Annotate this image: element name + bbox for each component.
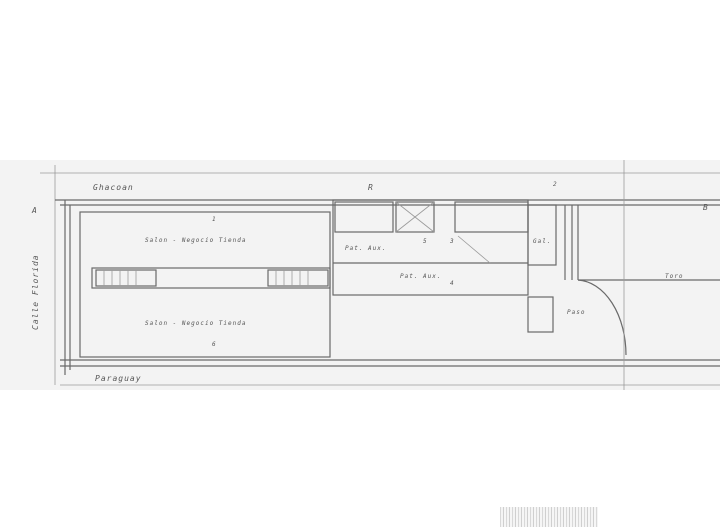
- stair-treads: [103, 270, 309, 286]
- spiral-stair: [334, 201, 394, 233]
- room-number: 4: [450, 280, 455, 287]
- room-label-upper: Salon - Negocio Tienda: [145, 237, 246, 244]
- small-room: [527, 296, 554, 333]
- corridor: [91, 267, 331, 289]
- room-number: 3: [449, 238, 455, 245]
- barcode-sticker: [500, 507, 598, 527]
- marker-r: R: [368, 183, 374, 192]
- toro-label: Toro: [665, 273, 683, 280]
- gallery-label: Gal.: [533, 238, 551, 245]
- scan-background: [0, 160, 720, 390]
- stair-right: [267, 269, 329, 287]
- room-label-lower: Salon - Negocio Tienda: [145, 320, 246, 327]
- patio-label-1: Pat. Aux.: [345, 245, 387, 252]
- room-number: 2: [553, 181, 558, 188]
- gallery: [527, 204, 557, 266]
- street-label-bottom: Paraguay: [95, 374, 142, 383]
- room-number: 6: [212, 341, 217, 348]
- stair-left: [95, 269, 157, 287]
- curved-wall: [577, 279, 627, 356]
- marker-b: B: [703, 203, 709, 212]
- patio-label-2: Pat. Aux.: [400, 273, 442, 280]
- paso-label: Paso: [567, 309, 585, 316]
- street-label-left: Calle Florida: [31, 254, 40, 330]
- marker-a: A: [31, 206, 38, 215]
- room-number: 1: [212, 216, 217, 223]
- top-label: Ghacoan: [93, 183, 134, 192]
- room-number: 5: [423, 238, 428, 245]
- elevator: [395, 201, 435, 233]
